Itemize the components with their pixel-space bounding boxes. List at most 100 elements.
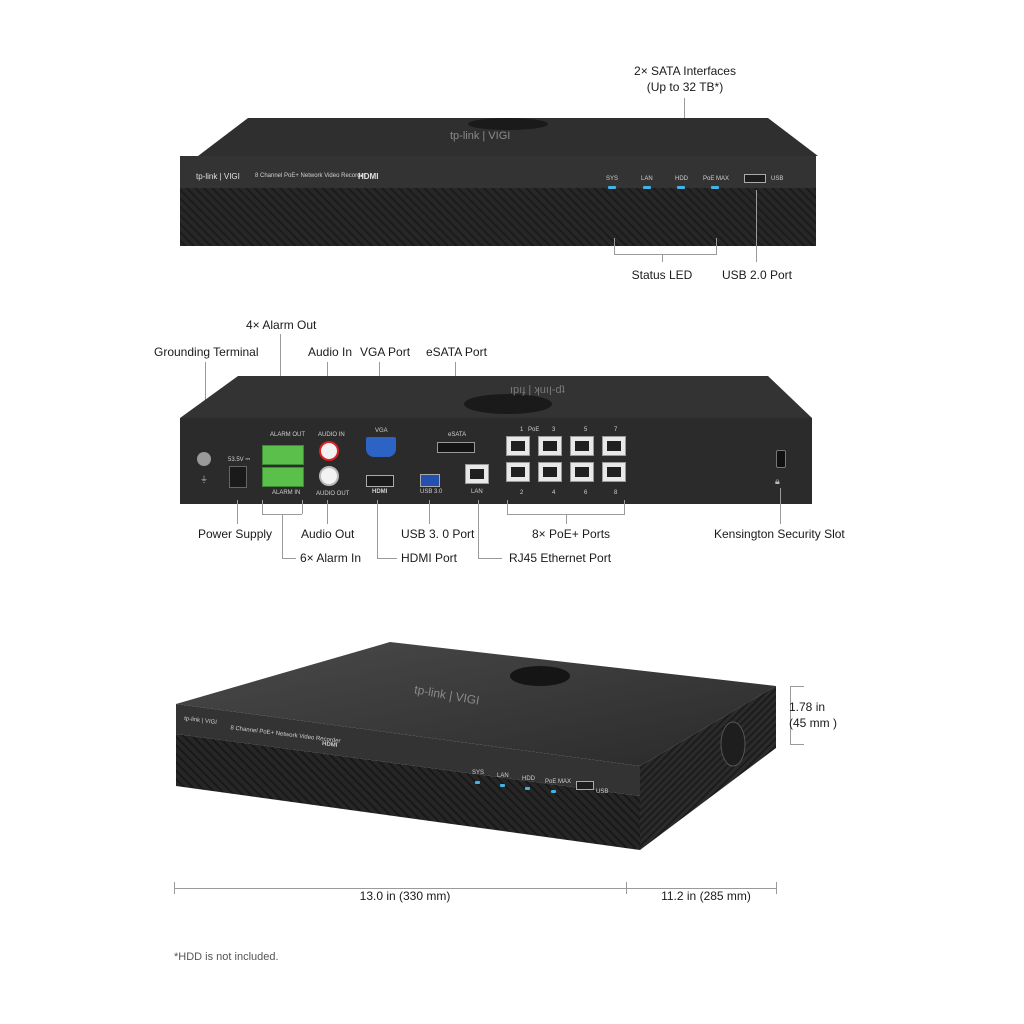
usb-port-front [744, 174, 766, 183]
poe-port-6 [570, 462, 594, 482]
vga-port [366, 437, 396, 457]
device-grille [180, 188, 816, 246]
leader-line [429, 500, 430, 524]
poe-port-number: 7 [614, 427, 618, 433]
persp-led-label: PoE MAX [545, 779, 572, 785]
led-lan [643, 186, 651, 189]
lan-label: LAN [471, 489, 483, 495]
poe-port-4 [538, 462, 562, 482]
audio-out-label: AUDIO OUT [316, 491, 350, 497]
led-label-hdd: HDD [675, 176, 688, 182]
persp-led-sys [475, 781, 480, 784]
usb3-port [420, 474, 440, 487]
grounding-terminal [197, 452, 211, 466]
usb3-label: USB 3.0 [420, 489, 443, 495]
poe-port-number: 6 [584, 490, 588, 496]
top-window [510, 666, 570, 686]
led-poe-max [711, 186, 719, 189]
poe-port-8 [602, 462, 626, 482]
leader-line [377, 500, 378, 558]
power-jack [229, 466, 247, 488]
front-usb-label: USB [771, 176, 784, 182]
poe-port-1 [506, 436, 530, 456]
vga-label: VGA [375, 428, 388, 434]
leader-line [662, 254, 663, 262]
device-side [640, 686, 776, 850]
callout-height-line2: (45 mm ) [789, 716, 837, 730]
persp-led-label: SYS [472, 770, 485, 776]
poe-port-7 [602, 436, 626, 456]
poe-port-number: 3 [552, 427, 556, 433]
fan-vent [720, 721, 746, 767]
alarm-out-label: ALARM OUT [270, 432, 306, 438]
leader-line [684, 98, 685, 132]
top-window [464, 394, 552, 414]
leader-line [282, 514, 283, 558]
audio-in-label: AUDIO IN [318, 432, 345, 438]
persp-usb-port [576, 781, 594, 790]
rear-top-logo: ıpıɟ | ʞuıן-dʇ [510, 384, 565, 396]
poe-port-5 [570, 436, 594, 456]
leader-line [716, 238, 717, 254]
audio-out-jack [319, 466, 339, 486]
device-top-surface [198, 118, 818, 156]
top-logo: tp-link | VIGI [450, 130, 511, 142]
callout-status-led: Status LED [631, 268, 693, 282]
callout-hdmi: HDMI Port [401, 551, 458, 565]
dimension-line [626, 888, 776, 889]
persp-led-poe-max [551, 790, 556, 793]
esata-port [437, 442, 475, 453]
leader-line [566, 514, 567, 524]
callout-sata-line2: (Up to 32 TB*) [646, 80, 724, 94]
callout-usb3: USB 3. 0 Port [401, 527, 475, 541]
leader-line [624, 500, 625, 514]
persp-led-label: LAN [497, 773, 509, 779]
callout-alarm-in: 6× Alarm In [300, 551, 362, 565]
nvr-perspective-device [176, 642, 776, 850]
device-face [180, 156, 816, 188]
ground-symbol-icon: ⏚ [200, 475, 208, 484]
poe-port-number: 2 [520, 490, 524, 496]
alarm-in-label: ALARM IN [272, 490, 301, 496]
dimension-line [790, 744, 804, 745]
device-top-surface [176, 642, 776, 766]
footnote: *HDD is not included. [174, 951, 279, 963]
leader-line [614, 254, 717, 255]
dimension-line [790, 686, 791, 744]
leader-line [756, 190, 757, 262]
alarm-in-terminal [262, 467, 304, 487]
audio-in-jack [319, 441, 339, 461]
front-model: 8 Channel PoE+ Network Video Recorder [255, 173, 366, 179]
poe-port-2 [506, 462, 530, 482]
leader-line [478, 558, 502, 559]
device-grille [176, 734, 640, 850]
callout-kensington: Kensington Security Slot [714, 527, 845, 541]
persp-led-label: HDD [522, 776, 535, 782]
callout-width: 13.0 in (330 mm) [330, 889, 480, 904]
poe-label: PoE [528, 427, 540, 433]
callout-vga: VGA Port [360, 345, 411, 359]
callout-depth: 11.2 in (285 mm) [646, 889, 766, 904]
alarm-out-terminal [262, 445, 304, 465]
callout-power-supply: Power Supply [198, 527, 273, 541]
callout-poe-ports: 8× PoE+ Ports [532, 527, 611, 541]
leader-line [780, 488, 781, 524]
poe-port-number: 1 [520, 427, 524, 433]
callout-height-line1: 1.78 in [789, 700, 826, 714]
callout-alarm-out: 4× Alarm Out [246, 318, 317, 332]
poe-port-number: 4 [552, 490, 556, 496]
hdmi-label-rear: HDMI [372, 489, 388, 495]
callout-rj45: RJ45 Ethernet Port [509, 551, 612, 565]
callout-sata-line1: 2× SATA Interfaces [634, 64, 736, 78]
leader-line [237, 500, 238, 524]
leader-line [282, 558, 296, 559]
persp-led-lan [500, 784, 505, 787]
dimension-line [790, 686, 804, 687]
leader-line [262, 500, 263, 514]
poe-port-number: 8 [614, 490, 618, 496]
led-hdd [677, 186, 685, 189]
poe-port-number: 5 [584, 427, 588, 433]
led-label-lan: LAN [641, 176, 653, 182]
led-label-poe-max: PoE MAX [703, 176, 730, 182]
device-face [176, 704, 640, 796]
